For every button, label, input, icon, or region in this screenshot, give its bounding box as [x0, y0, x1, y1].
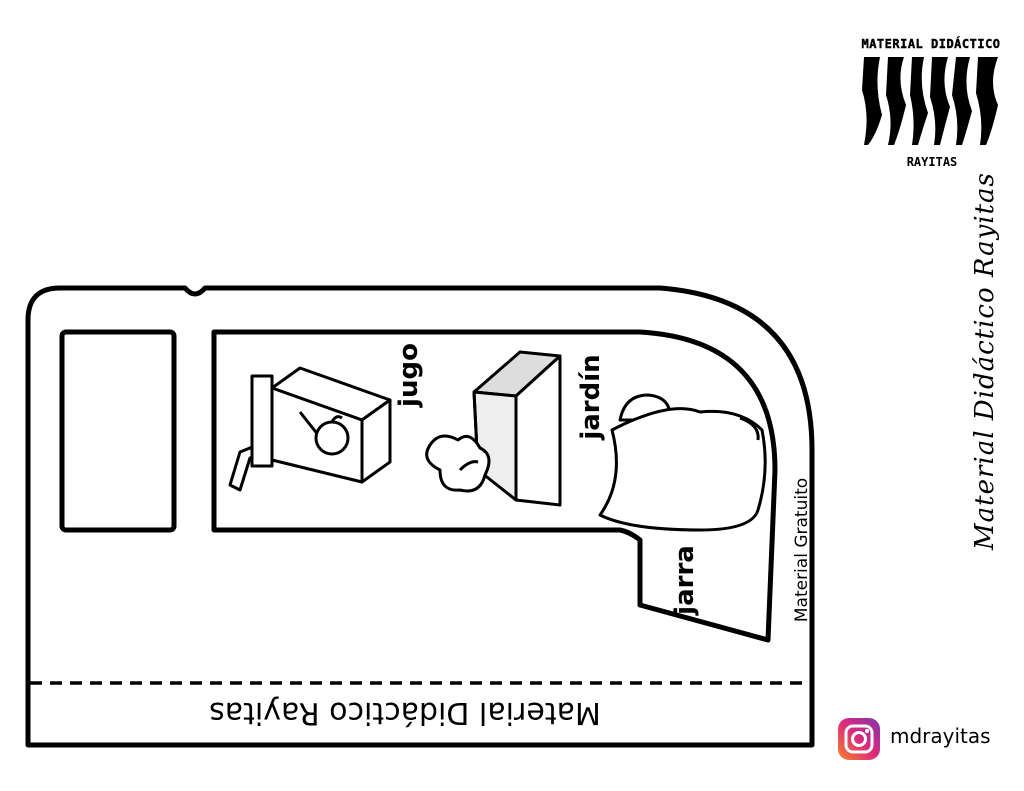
- picture-window: [211, 329, 778, 643]
- left-window: [59, 329, 177, 533]
- instagram-icon: [838, 718, 880, 760]
- side-signature: Material Didáctico Rayitas: [970, 172, 1000, 550]
- brand-logo: MATERIAL DIDÁCTICO RAYITAS: [852, 35, 1010, 175]
- instagram-handle: mdrayitas: [890, 724, 991, 748]
- logo-top-text: MATERIAL DIDÁCTICO: [861, 37, 1001, 51]
- zebra-stripes-icon: [862, 57, 998, 145]
- word-jardin: jardín: [576, 354, 606, 440]
- juice-box-illustration: [228, 366, 392, 492]
- garden-illustration: [425, 350, 562, 507]
- cutout-outline: [25, 285, 815, 748]
- logo-bottom-text: RAYITAS: [906, 155, 958, 169]
- footer-label: Material Didáctico Rayitas: [209, 695, 601, 730]
- word-jugo: jugo: [394, 343, 424, 407]
- word-jarra: jarra: [670, 545, 700, 615]
- margin-label: Material Gratuito: [792, 477, 812, 623]
- jug-illustration: [598, 393, 767, 532]
- instagram-badge[interactable]: mdrayitas: [836, 716, 1016, 764]
